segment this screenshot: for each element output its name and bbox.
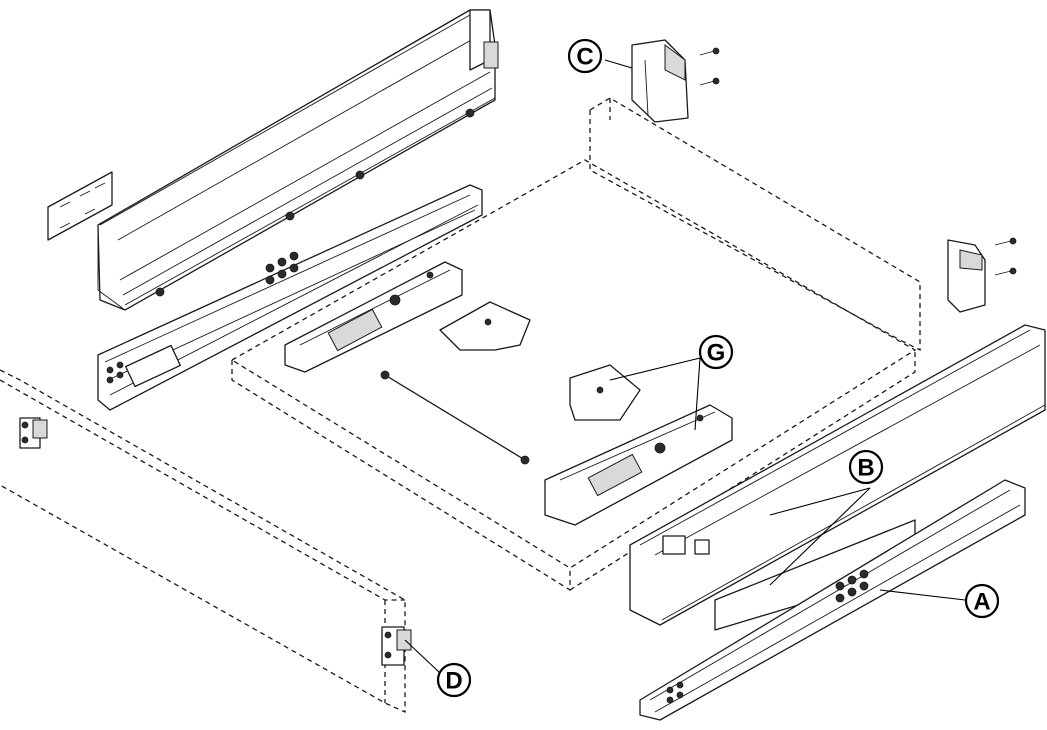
push-mechanism-left: [284, 261, 463, 373]
callout-d-label: D: [445, 668, 462, 695]
runner-hole-pattern: [265, 251, 299, 285]
callout-d: D: [436, 662, 472, 698]
callout-b-label: B: [857, 455, 874, 482]
mechanism-plate-upper: [439, 301, 531, 351]
right-runner-rail: [639, 479, 1026, 721]
left-runner-rail: [97, 184, 483, 411]
front-fixing-bracket-left: [19, 417, 48, 449]
callout-a: A: [964, 583, 1000, 619]
synchronization-rod: [380, 370, 530, 465]
front-fixing-bracket-right: [381, 626, 412, 666]
rear-bracket-top: [631, 39, 720, 123]
callout-a-label: A: [973, 589, 990, 616]
leader-lines: [404, 59, 966, 674]
callout-g: G: [698, 334, 734, 370]
runner-hole-pattern-right: [835, 569, 869, 603]
drawer-front-panel-outline: [0, 369, 406, 714]
rear-bracket-right: [947, 237, 1017, 313]
right-side-panel: [629, 324, 1046, 626]
left-rear-plate: [47, 171, 113, 241]
callout-b: B: [848, 449, 884, 485]
callout-c-label: C: [576, 44, 593, 71]
callout-c: C: [567, 38, 603, 74]
drawer-back-panel-outline: [589, 97, 921, 352]
callout-g-label: G: [707, 340, 726, 367]
push-mechanism-right: [544, 404, 733, 526]
left-side-panel: [97, 9, 499, 311]
mechanism-plate-lower: [569, 364, 641, 421]
